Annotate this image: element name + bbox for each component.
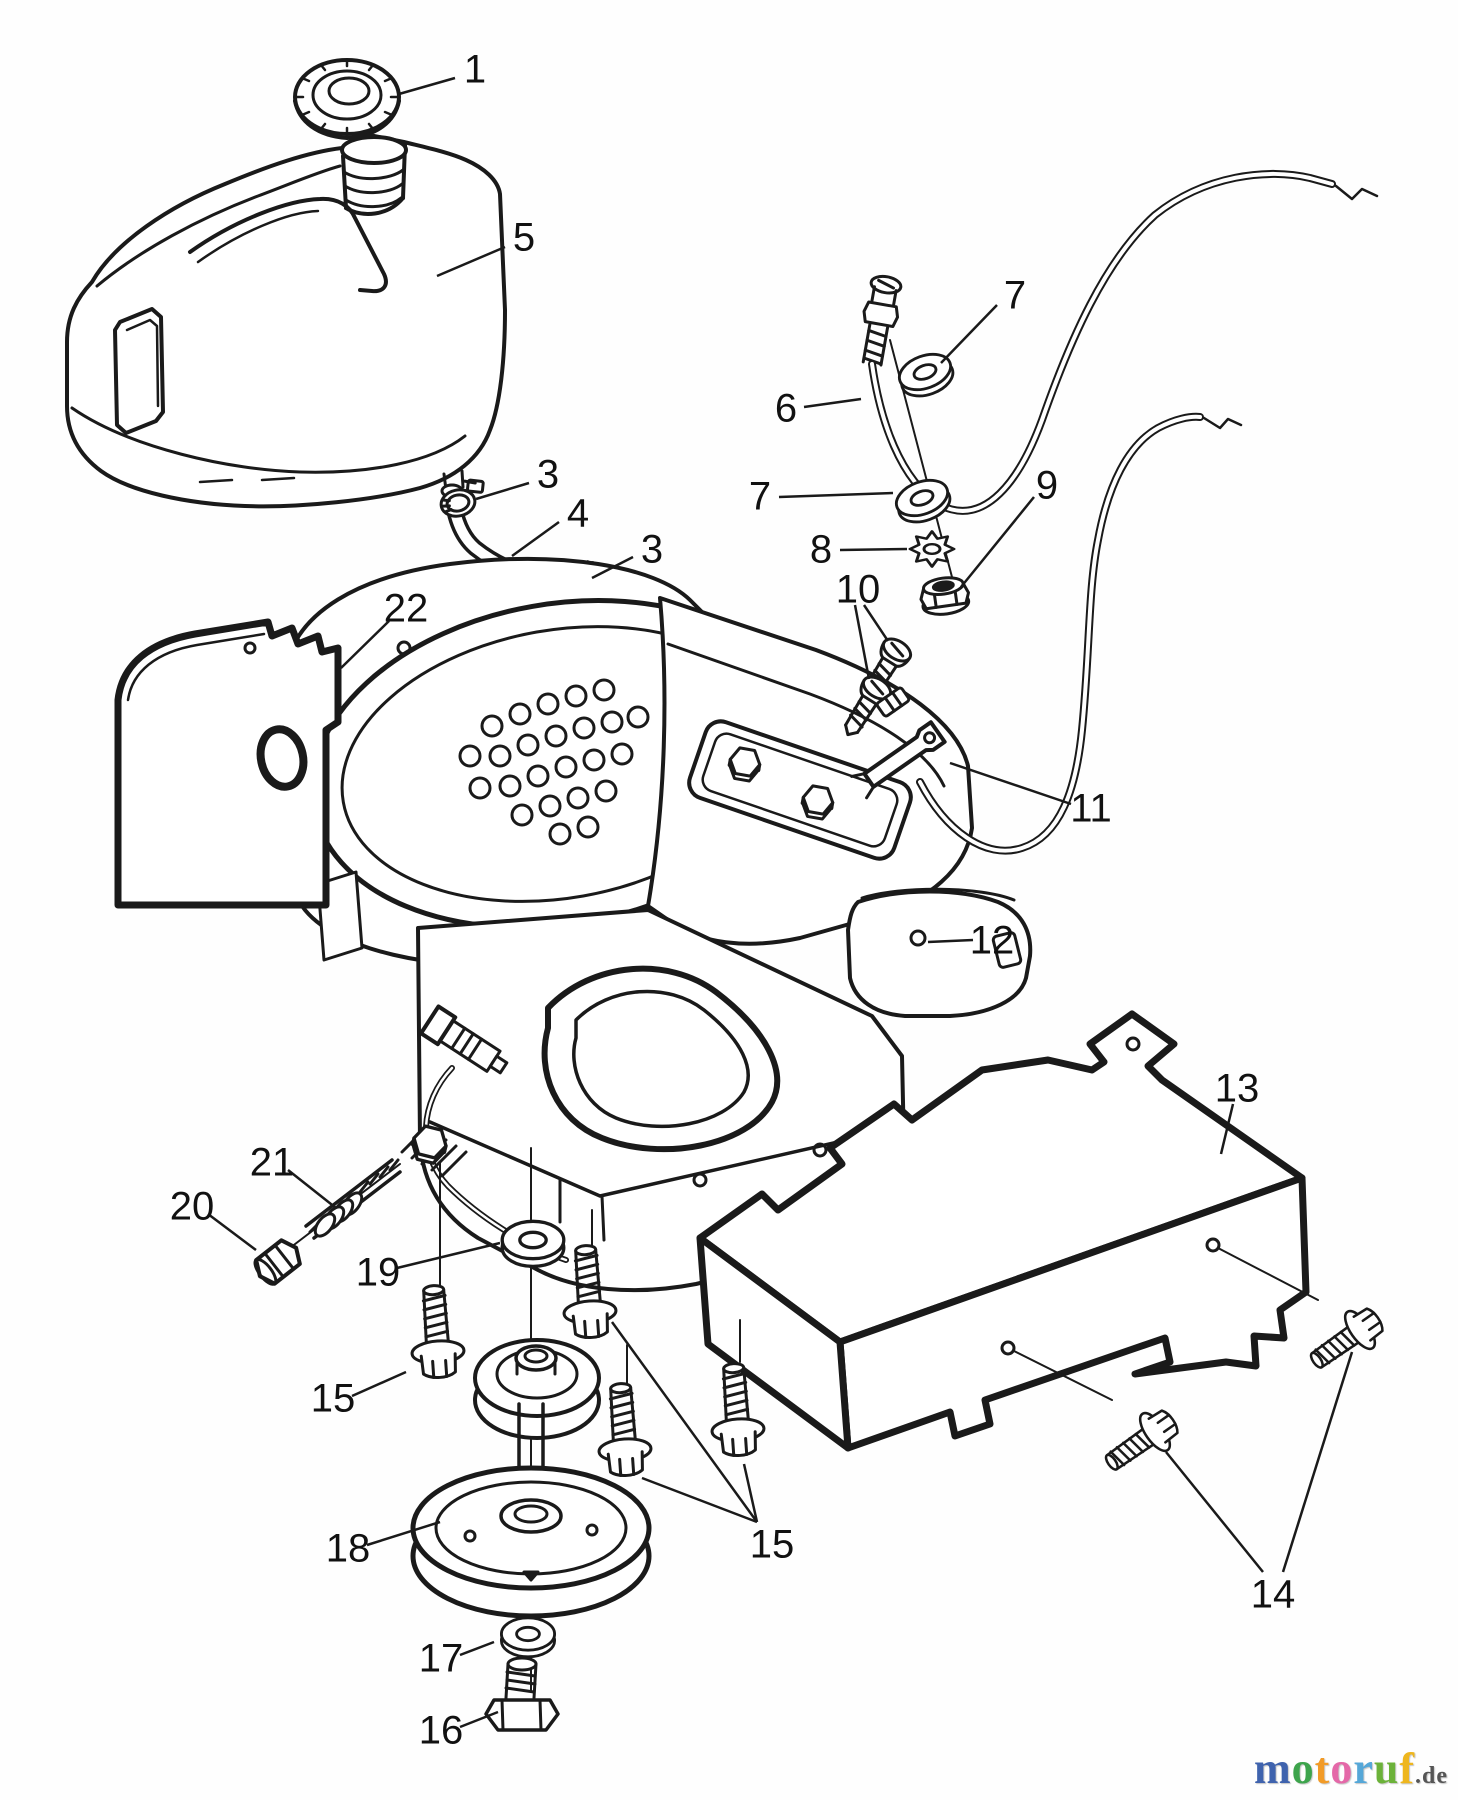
part-number-label: 16 <box>419 1709 464 1753</box>
part-callout-19: 19 <box>356 1241 501 1295</box>
part-callout-17: 17 <box>419 1637 495 1681</box>
engine-bolts <box>405 1161 768 1479</box>
part-callout-12: 12 <box>927 919 1015 963</box>
part-callout-22: 22 <box>340 587 429 669</box>
part-callout-5: 5 <box>436 216 535 278</box>
spark-plug <box>419 1004 509 1075</box>
mount-bracket <box>541 965 781 1153</box>
part-callout-16: 16 <box>419 1709 499 1753</box>
part-number-label: 10 <box>836 568 881 612</box>
part-number-label: 22 <box>384 587 429 631</box>
carb-stud <box>281 1158 402 1255</box>
belt-cover <box>696 1010 1319 1452</box>
part-callout-7: 7 <box>749 475 894 519</box>
part-number-label: 18 <box>326 1527 371 1571</box>
cap-knurl-ticks <box>293 58 401 136</box>
part-number-label: 4 <box>567 492 589 536</box>
large-pulley <box>410 1465 652 1619</box>
part-callout-1: 1 <box>398 48 486 96</box>
watermark-suffix: .de <box>1415 1763 1448 1789</box>
spindle-washer-lower <box>499 1616 557 1659</box>
fuel-tank <box>65 134 507 509</box>
small-pulley <box>473 1338 601 1440</box>
part-callout-15: 15 <box>610 1321 795 1567</box>
part-number-label: 6 <box>775 387 797 431</box>
part-number-label: 13 <box>1215 1067 1260 1111</box>
cable-washer-lower <box>890 472 957 530</box>
starter-motor <box>846 887 1033 1018</box>
part-number-label: 5 <box>513 216 535 260</box>
part-callout-11: 11 <box>949 761 1112 831</box>
heat-shield <box>114 618 342 909</box>
part-callout-21: 21 <box>250 1141 337 1209</box>
part-number-label: 11 <box>1070 787 1112 831</box>
watermark-word: motoruf <box>1254 1744 1415 1793</box>
part-number-label: 7 <box>749 475 771 519</box>
fuel-cap <box>293 58 401 140</box>
part-callout-15: 15 <box>311 1370 407 1421</box>
screen-holes <box>458 678 650 846</box>
part-callout-3: 3 <box>475 453 559 501</box>
cable-clamp-lever <box>850 720 947 800</box>
part-number-label: 21 <box>250 1141 295 1185</box>
tank-filler-neck <box>340 135 408 216</box>
cable-adjuster-bolt <box>861 274 903 367</box>
part-callout-7: 7 <box>940 274 1026 364</box>
part-number-label: 1 <box>464 48 486 92</box>
choke-cable <box>850 412 1243 855</box>
part-number-label: 7 <box>1004 274 1026 318</box>
engine <box>278 556 1033 1293</box>
part-number-label: 3 <box>537 453 559 497</box>
part-number-label: 20 <box>170 1185 215 1229</box>
part-callout-6: 6 <box>775 387 862 431</box>
part-callout-9: 9 <box>960 464 1058 588</box>
part-number-label: 14 <box>1251 1573 1296 1617</box>
part-callout-18: 18 <box>326 1520 441 1571</box>
part-number-label: 8 <box>810 528 832 572</box>
cable-end-barrel <box>875 686 911 718</box>
part-number-label: 19 <box>356 1251 401 1295</box>
part-number-label: 12 <box>970 919 1015 963</box>
part-callout-13: 13 <box>1215 1067 1260 1155</box>
part-number-label: 15 <box>750 1523 795 1567</box>
watermark-logo: motoruf.de <box>1254 1743 1448 1794</box>
part-callout-4: 4 <box>511 492 589 558</box>
part-number-label: 15 <box>311 1377 356 1421</box>
part-number-label: 9 <box>1036 464 1058 508</box>
part-callout-3: 3 <box>591 528 663 580</box>
spindle-washer-upper <box>500 1219 566 1269</box>
cap-nut <box>253 1238 302 1286</box>
part-number-label: 3 <box>641 528 663 572</box>
star-washer <box>908 529 956 569</box>
part-callout-20: 20 <box>170 1185 257 1251</box>
spindle-bolt <box>484 1656 560 1732</box>
hex-nut <box>916 573 973 619</box>
engine-cover-right <box>646 596 974 946</box>
part-callout-10: 10 <box>836 568 890 680</box>
part-callout-14: 14 <box>1165 1351 1354 1617</box>
part-number-label: 17 <box>419 1637 464 1681</box>
part-callout-8: 8 <box>810 528 908 572</box>
